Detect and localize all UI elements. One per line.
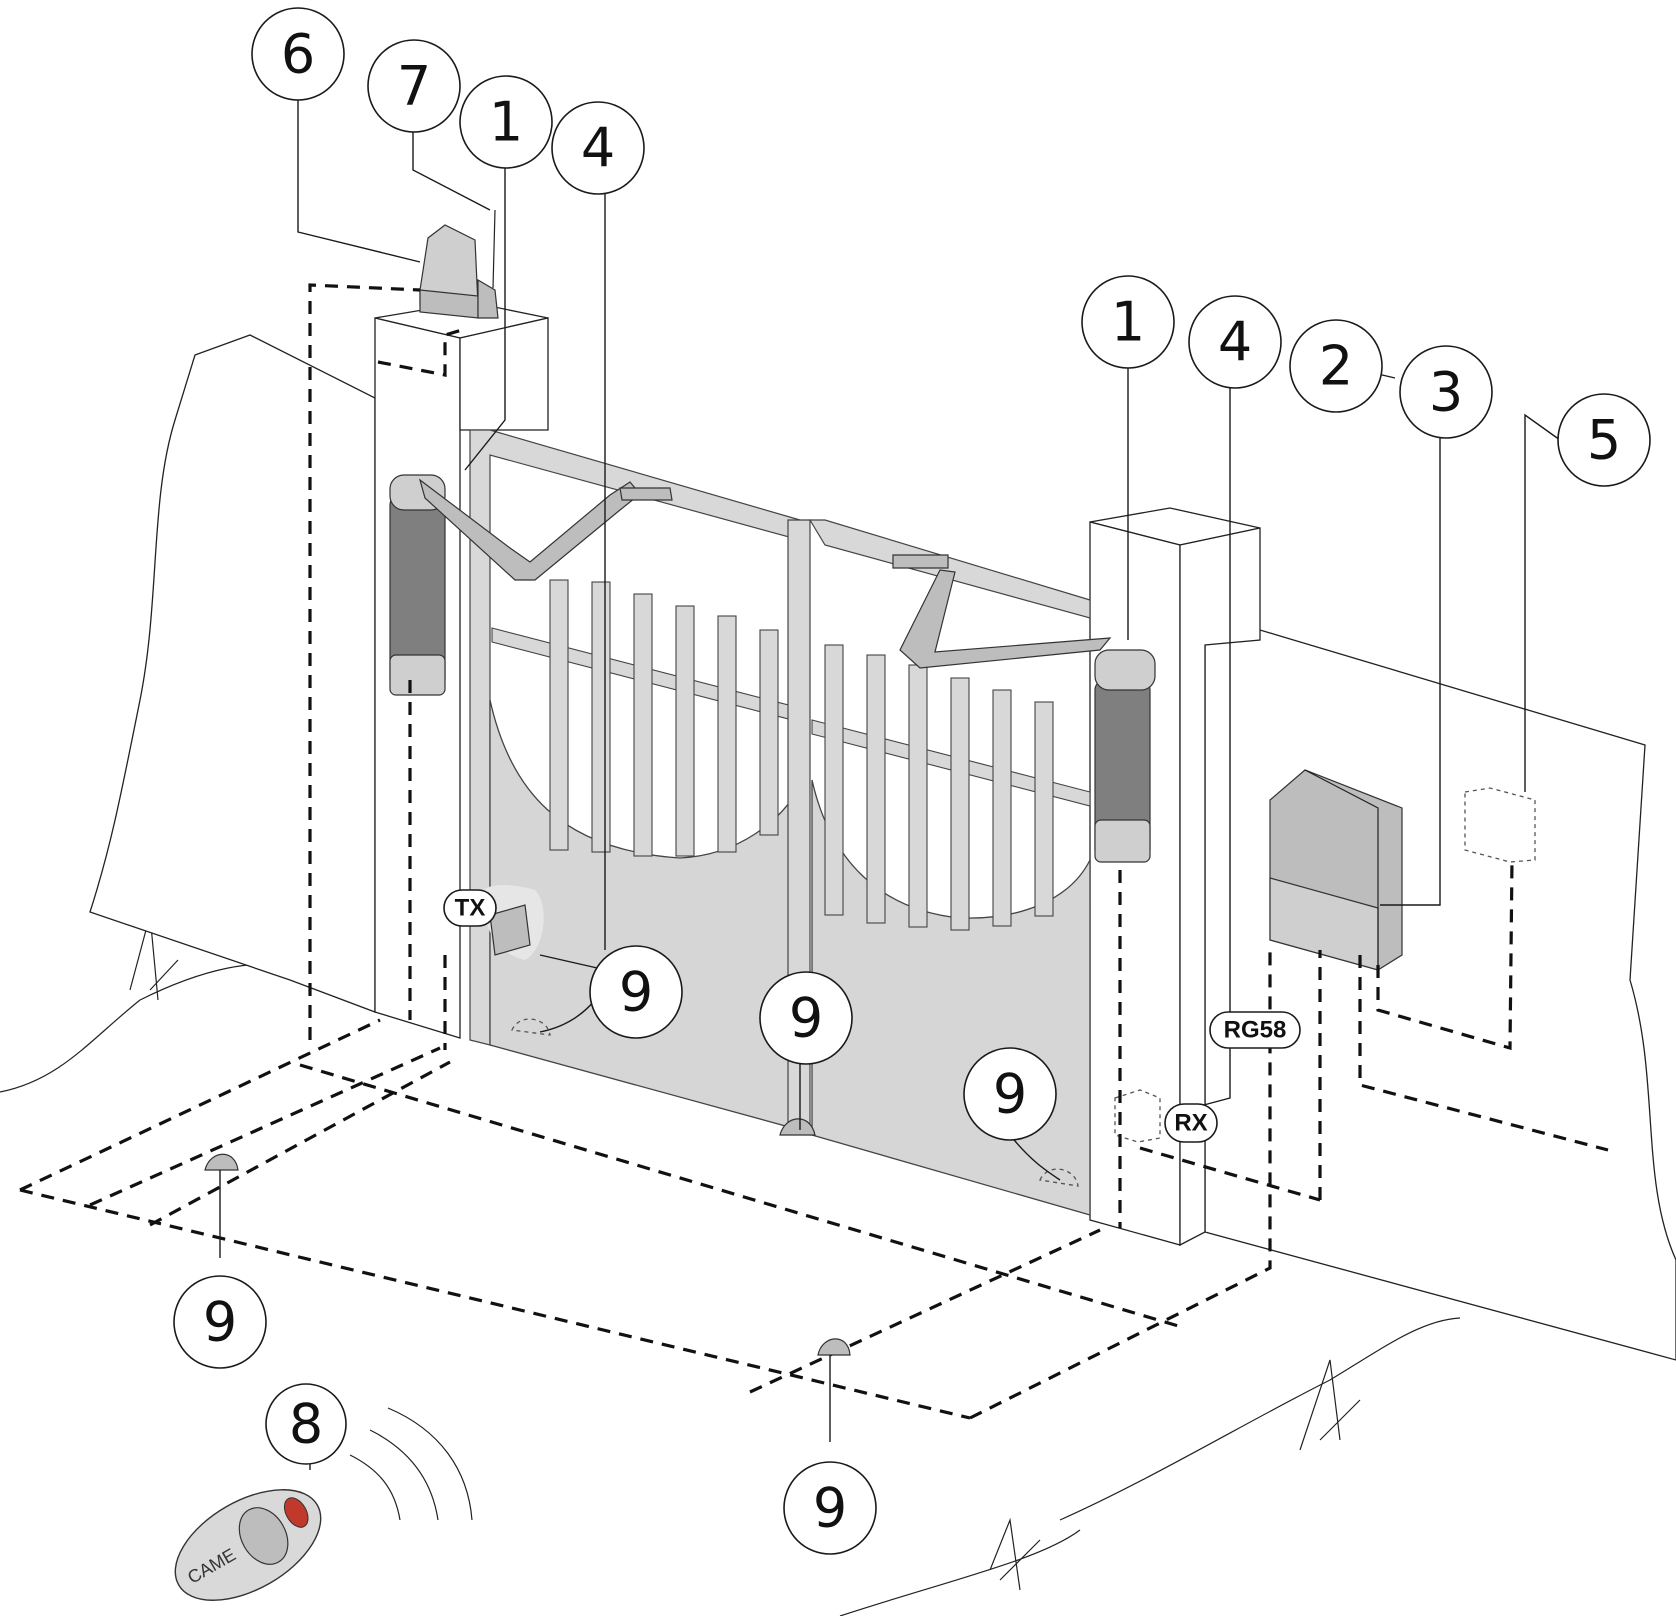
svg-text:1: 1 [489, 91, 523, 154]
junction-boxes [1114, 787, 1536, 1143]
tag-rx: RX [1164, 1103, 1218, 1143]
svg-text:6: 6 [281, 23, 315, 86]
callout-5: 5 [1557, 393, 1651, 487]
right-operator [892, 554, 1156, 863]
svg-text:9: 9 [813, 1477, 847, 1540]
callout-4-left: 4 [551, 101, 645, 195]
svg-text:8: 8 [289, 1393, 323, 1456]
callout-4-right: 4 [1188, 295, 1282, 389]
left-operator [389, 474, 673, 696]
control-panel [1269, 769, 1403, 971]
cabling [19, 283, 1609, 1420]
svg-text:1: 1 [1111, 291, 1145, 354]
callout-9-right-leaf: 9 [963, 1047, 1057, 1141]
callout-6: 6 [251, 7, 345, 101]
tag-rg58: RG58 [1209, 1011, 1301, 1049]
svg-text:9: 9 [203, 1291, 237, 1354]
svg-text:3: 3 [1429, 361, 1463, 424]
svg-text:9: 9 [619, 961, 653, 1024]
svg-text:2: 2 [1319, 335, 1353, 398]
flashing-lamp [419, 209, 499, 319]
callout-3: 3 [1399, 345, 1493, 439]
svg-text:4: 4 [1218, 311, 1252, 374]
safety-edges [511, 1018, 1079, 1187]
photocell-tx [481, 885, 544, 960]
svg-text:9: 9 [993, 1063, 1027, 1126]
callout-2: 2 [1289, 319, 1383, 413]
svg-text:4: 4 [581, 117, 615, 180]
callout-1-left: 1 [459, 75, 553, 169]
ground-selectors [204, 1153, 851, 1356]
svg-text:RG58: RG58 [1224, 1017, 1287, 1044]
svg-text:9: 9 [789, 987, 823, 1050]
remote-transmitter: CAME [174, 1407, 473, 1601]
svg-text:7: 7 [397, 55, 431, 118]
tag-tx: TX [443, 889, 497, 927]
callout-9-center: 9 [759, 971, 853, 1065]
svg-text:TX: TX [455, 895, 486, 922]
callout-9-ground-center: 9 [783, 1461, 877, 1555]
callout-9-left-leaf: 9 [589, 945, 683, 1039]
left-wall [89, 334, 376, 1013]
svg-text:5: 5 [1587, 409, 1621, 472]
callout-1-right: 1 [1081, 275, 1175, 369]
callout-7: 7 [367, 39, 461, 133]
svg-text:RX: RX [1174, 1110, 1207, 1137]
callout-8: 8 [265, 1383, 347, 1465]
callout-9-ground-left: 9 [173, 1275, 267, 1369]
